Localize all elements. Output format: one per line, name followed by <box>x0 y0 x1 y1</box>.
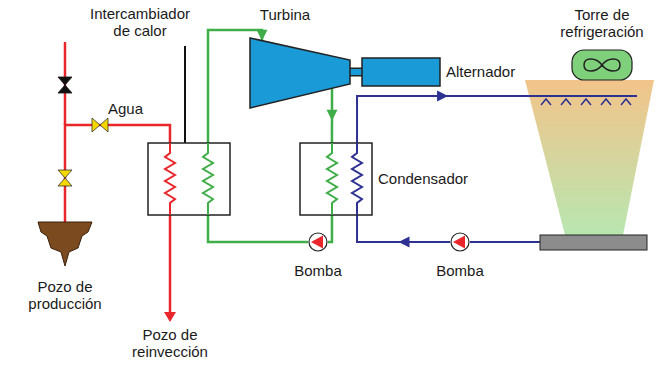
valve-symbol <box>58 170 72 186</box>
pump-symbol <box>309 233 327 251</box>
coil <box>165 143 175 215</box>
heat-exchanger: Intercambiador de calor <box>148 143 230 215</box>
arrowhead <box>326 110 337 121</box>
reinjection-arrowhead <box>164 312 176 322</box>
pump-triangle <box>311 236 323 249</box>
exchanger-box <box>148 143 230 215</box>
spray-mark <box>541 99 551 105</box>
pipe-line <box>350 69 362 75</box>
tower-body <box>525 80 654 235</box>
turbine-symbol <box>250 38 350 108</box>
node-label: Condensador <box>378 170 478 187</box>
pipe-line <box>357 215 450 242</box>
tower-shape <box>525 48 654 250</box>
pipe-line <box>357 96 529 143</box>
pipe-connector <box>357 90 529 143</box>
fluid-label: Agua <box>108 100 158 117</box>
turbine-shaft <box>350 72 362 73</box>
condenser-shape <box>300 143 372 215</box>
arrowhead <box>399 237 410 248</box>
condenser: Condensador <box>300 143 372 215</box>
pipe-connector <box>470 241 540 242</box>
pipe-line <box>328 215 332 242</box>
pump-symbol <box>451 233 469 251</box>
node-label: Bomba <box>430 262 490 279</box>
node-label: Pozo de producción <box>20 278 110 313</box>
alternator-shape <box>362 58 440 86</box>
tower-fan <box>572 50 632 80</box>
cooling-tower: Torre de refrigeración <box>525 48 654 250</box>
well-shape <box>38 222 92 266</box>
alternator: Alternador <box>362 58 440 86</box>
pipe-connector <box>208 215 308 242</box>
exchanger-shape <box>148 143 230 215</box>
reinjection-pipe <box>169 215 172 314</box>
spray-mark <box>621 99 631 105</box>
pump: Bomba <box>308 232 328 252</box>
tower-base <box>540 235 647 250</box>
valve-symbol <box>92 118 108 132</box>
pipe-connector <box>328 215 332 242</box>
spray-mark <box>601 99 611 105</box>
pipe-line <box>470 241 540 243</box>
node-label: Intercambiador de calor <box>84 5 196 40</box>
pipe-line <box>208 215 308 242</box>
node-label: Alternador <box>446 63 530 80</box>
node-label: Bomba <box>288 262 348 279</box>
well-label: Pozo de reinvección <box>120 326 220 361</box>
shaft-outline <box>350 68 362 77</box>
spray-pipe <box>529 95 637 97</box>
turbine-shape <box>250 38 350 108</box>
spray-mark <box>581 99 591 105</box>
pipe-connector <box>326 88 337 143</box>
coil <box>203 143 213 215</box>
condenser-box <box>300 143 372 215</box>
pump-triangle <box>453 236 465 249</box>
pump-shape <box>308 232 328 252</box>
pump-shape <box>450 232 470 252</box>
pipe-connector <box>357 215 450 248</box>
production-well: Pozo de producción <box>38 222 92 266</box>
pump: Bomba <box>450 232 470 252</box>
turbine: Turbina <box>250 38 350 108</box>
fan-symbol <box>584 59 620 71</box>
alternator-box <box>362 58 440 86</box>
coil <box>327 143 337 215</box>
valve-symbol <box>58 77 72 93</box>
spray-mark <box>561 99 571 105</box>
well-symbol <box>38 222 92 266</box>
arrowhead <box>437 90 448 101</box>
coil <box>352 143 362 215</box>
node-label: Turbina <box>250 6 320 23</box>
node-label: Torre de refrigeración <box>552 6 652 41</box>
arrowhead <box>257 30 268 41</box>
